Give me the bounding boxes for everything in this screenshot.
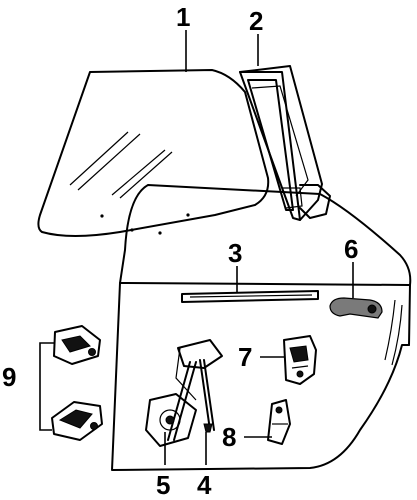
door-lock [283,335,317,385]
glass-run-channel [239,65,331,221]
regulator-bolt [203,423,213,433]
callout-8: 8 [222,422,236,452]
belt-weatherstrip [181,290,319,303]
callout-5: 5 [156,470,170,500]
callout-3: 3 [228,238,242,268]
lock-actuator [267,399,291,445]
outside-door-handle [329,297,383,319]
door-shell [111,184,412,471]
window-regulator [145,339,223,447]
callout-9: 9 [2,362,16,392]
door-glass [37,69,270,237]
callout-6: 6 [344,234,358,264]
door-hinge-upper [53,325,101,365]
callout-1: 1 [176,2,190,32]
leader-lines [39,30,354,465]
callout-7: 7 [238,342,252,372]
door-hinge-lower [51,401,103,441]
callout-4: 4 [197,470,212,500]
callout-2: 2 [249,6,263,36]
